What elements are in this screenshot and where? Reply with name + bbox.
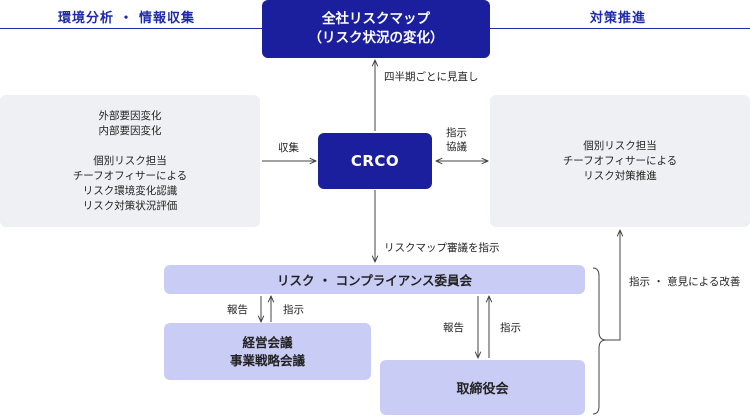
right-panel-line: チーフオフィサーによる <box>562 154 678 167</box>
label-report-left: 報告 <box>227 304 248 316</box>
right-panel-line: リスク対策推進 <box>583 169 657 182</box>
label-instruct-top: 指示 <box>446 127 467 139</box>
label-report-right: 報告 <box>443 322 464 334</box>
header-right: 対策推進 <box>590 11 647 26</box>
board-label: 取締役会 <box>456 382 509 397</box>
header-divider-right <box>490 28 750 29</box>
management-meeting-node: 経営会議 事業戦略会議 <box>164 323 371 380</box>
company-risk-map-title: 全社リスクマップ <box>322 11 430 27</box>
committee-node: リスク ・ コンプライアンス委員会 <box>164 265 585 294</box>
left-panel-line: チーフオフィサーによる <box>72 169 188 182</box>
label-instruct-consult: 指示 協議 <box>446 126 467 154</box>
left-panel-line: 内部要因変化 <box>98 124 162 137</box>
label-improve: 指示 ・ 意見による改善 <box>629 276 741 288</box>
left-info-panel: 外部要因変化 内部要因変化 個別リスク担当 チーフオフィサーによる リスク環境変… <box>0 95 260 227</box>
label-collect: 収集 <box>278 142 299 154</box>
crco-node: CRCO <box>318 133 432 189</box>
right-brace <box>592 267 607 415</box>
label-instruct-right: 指示 <box>500 322 521 334</box>
left-panel-line: リスク環境変化認識 <box>82 184 178 197</box>
board-node: 取締役会 <box>380 360 585 415</box>
left-panel-line: リスク対策状況評価 <box>82 199 178 212</box>
right-info-panel: 個別リスク担当 チーフオフィサーによる リスク対策推進 <box>490 95 750 227</box>
arrow-improve <box>606 230 620 341</box>
label-map-review-instruct: リスクマップ審議を指示 <box>384 242 500 254</box>
left-panel-line: 外部要因変化 <box>98 109 162 122</box>
business-strategy-meeting-label: 事業戦略会議 <box>229 352 305 368</box>
left-panel-line: 個別リスク担当 <box>93 154 167 167</box>
right-panel-line: 個別リスク担当 <box>583 139 657 152</box>
committee-label: リスク ・ コンプライアンス委員会 <box>276 273 473 288</box>
management-meeting-label: 経営会議 <box>242 334 293 350</box>
crco-label: CRCO <box>350 152 400 170</box>
label-quarterly-review: 四半期ごとに見直し <box>384 71 479 83</box>
company-risk-map-node: 全社リスクマップ （リスク状況の変化） <box>262 0 490 58</box>
company-risk-map-subtitle: （リスク状況の変化） <box>308 30 444 46</box>
label-instruct-left: 指示 <box>283 304 304 316</box>
label-consult: 協議 <box>446 141 467 153</box>
header-left: 環境分析 ・ 情報収集 <box>58 11 196 26</box>
header-divider-left <box>0 28 262 29</box>
